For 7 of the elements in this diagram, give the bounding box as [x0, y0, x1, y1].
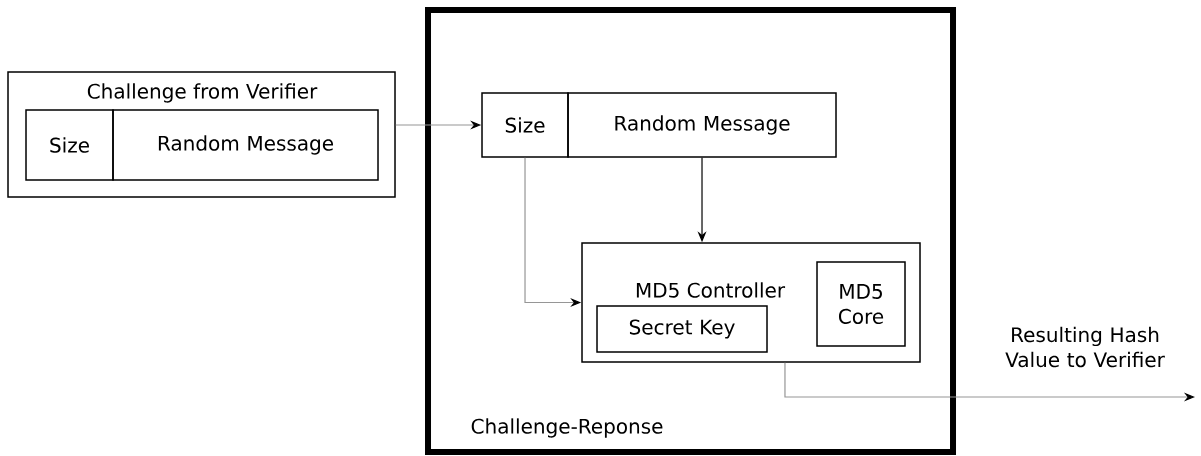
edge-label: Resulting Hash Value to Verifier	[1005, 326, 1165, 368]
field-box: Size	[25, 109, 114, 181]
key-box: Secret Key	[596, 305, 768, 353]
field-box: Size	[481, 92, 569, 158]
field-box: Random Message	[112, 109, 379, 181]
field-box: Random Message	[567, 92, 837, 158]
core-box: MD5 Core	[816, 261, 906, 347]
